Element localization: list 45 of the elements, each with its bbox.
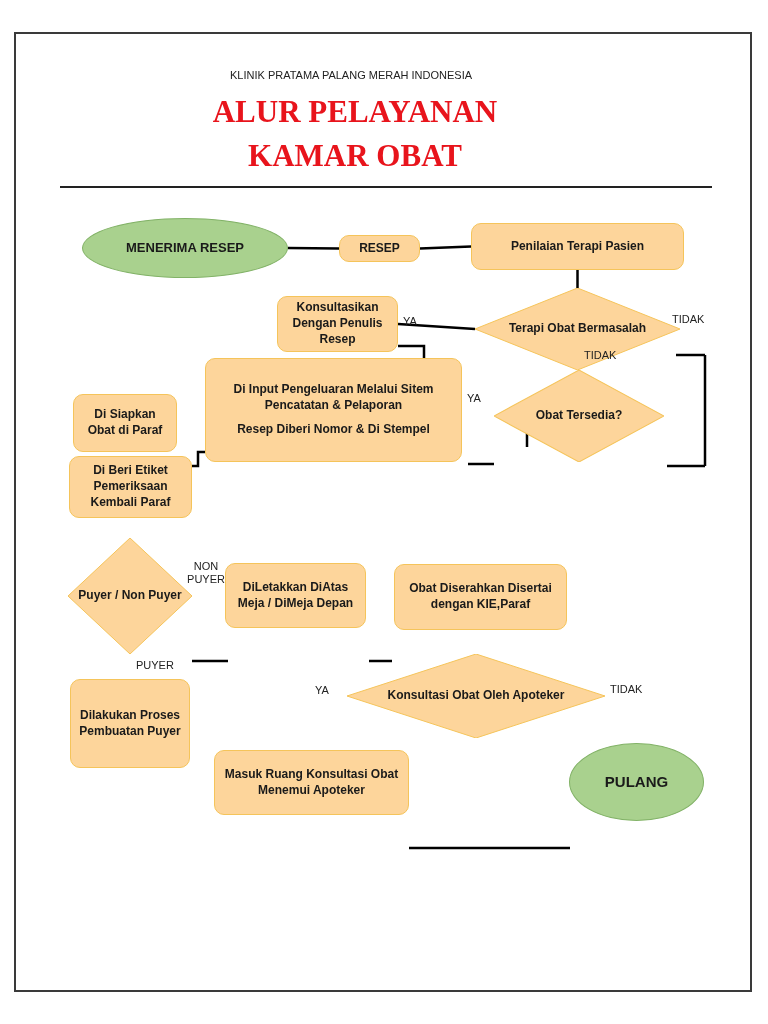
connector-line [288, 246, 339, 250]
connector-line [397, 322, 476, 331]
text-label: YA [315, 684, 329, 697]
decision-diamond [347, 654, 605, 738]
node-text: Obat Diserahkan Disertai dengan KIE,Paraf [408, 581, 553, 613]
node-text: Puyer / Non Puyer [78, 588, 182, 604]
title: ALUR PELAYANAN KAMAR OBAT [211, 93, 499, 175]
node-text: Terapi Obat Bermasalah [508, 321, 647, 337]
text-label: TIDAK [584, 349, 617, 362]
connector-line [398, 344, 426, 358]
text-label: PUYER [136, 659, 174, 672]
process-box [471, 223, 684, 270]
text-label: YA [403, 315, 417, 328]
connector-line [419, 245, 472, 250]
process-box [339, 235, 420, 262]
node-text: Masuk Ruang Konsultasi Obat Menemui Apoteker [223, 766, 400, 799]
process-box [205, 358, 462, 462]
process-box [70, 679, 190, 768]
text-label: YA [467, 392, 481, 405]
node-text: RESEP [359, 240, 400, 257]
text-label: KLINIK PRATAMA PALANG MERAH INDONESIA [230, 69, 473, 82]
process-box [394, 564, 567, 630]
node-text: Obat Tersedia? [535, 408, 623, 424]
process-box [73, 394, 177, 452]
node-text: MENERIMA RESEP [126, 239, 244, 257]
node-text: Penilaian Terapi Pasien [510, 238, 645, 255]
text-label: NON PUYER [186, 560, 226, 586]
process-box [225, 563, 366, 628]
node-text: DiLetakkan DiAtas Meja / DiMeja Depan [236, 579, 355, 612]
node-text: PULANG [604, 772, 669, 792]
node-text: Konsultasikan Dengan Penulis Resep [291, 300, 384, 348]
process-box [277, 296, 398, 352]
node-text: Konsultasi Obat Oleh Apoteker [387, 688, 565, 704]
connector-line [576, 270, 579, 288]
text-label: TIDAK [672, 313, 705, 326]
node-text: Di Siapkan Obat di Paraf [86, 407, 164, 439]
text-label: TIDAK [610, 683, 643, 696]
node-text: Resep Diberi Nomor & Di Stempel [237, 421, 430, 438]
connector-line [192, 450, 205, 468]
process-box [69, 456, 192, 518]
decision-diamond [494, 370, 664, 462]
node-text: Di Beri Etiket Pemeriksaan Kembali Paraf [89, 463, 172, 511]
node-text: Dilakukan Proses Pembuatan Puyer [78, 707, 182, 740]
process-box [214, 750, 409, 815]
node-text: Di Input Pengeluaran Melalui Sitem Pencatatan & Pelaporan [232, 382, 435, 414]
